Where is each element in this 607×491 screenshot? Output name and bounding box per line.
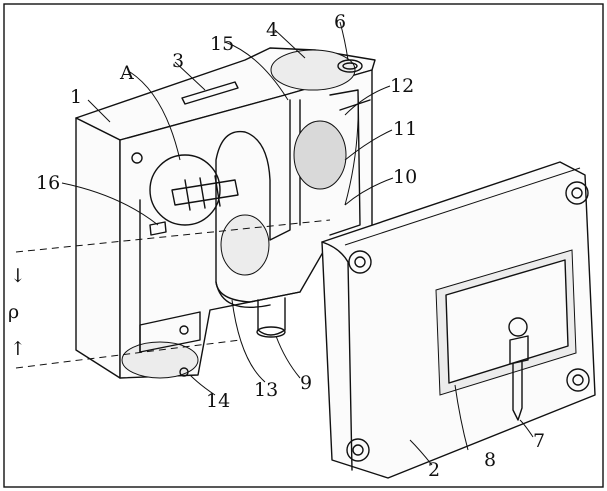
- corner-screw: [565, 181, 589, 205]
- label-6: 6: [334, 11, 346, 33]
- upper-dashed-line: [15, 219, 331, 253]
- label-4: 4: [266, 19, 278, 41]
- arrow-down-symbol: ↓: [10, 265, 26, 287]
- label-11: 11: [393, 118, 417, 140]
- figure-border: [3, 3, 604, 488]
- probe: [508, 317, 529, 421]
- label-10: 10: [393, 166, 417, 188]
- label-13: 13: [254, 379, 278, 401]
- label-3: 3: [172, 50, 184, 72]
- label-1: 1: [70, 86, 82, 108]
- label-7: 7: [533, 430, 545, 452]
- label-12: 12: [390, 75, 414, 97]
- label-9: 9: [300, 372, 312, 394]
- label-15: 15: [210, 33, 234, 55]
- label-8: 8: [484, 449, 496, 471]
- label-2: 2: [428, 459, 440, 481]
- lower-dashed-line: [15, 339, 241, 369]
- label-14: 14: [206, 390, 230, 412]
- corner-screw: [346, 438, 370, 462]
- arrow-up-symbol: ↑: [10, 338, 26, 360]
- label-16: 16: [36, 172, 60, 194]
- direction-symbol: ρ: [8, 301, 19, 323]
- cover-plate: [321, 161, 596, 479]
- corner-screw: [348, 250, 372, 274]
- label-A: A: [119, 62, 134, 84]
- leader-lines: [61, 21, 534, 466]
- corner-screw: [566, 368, 590, 392]
